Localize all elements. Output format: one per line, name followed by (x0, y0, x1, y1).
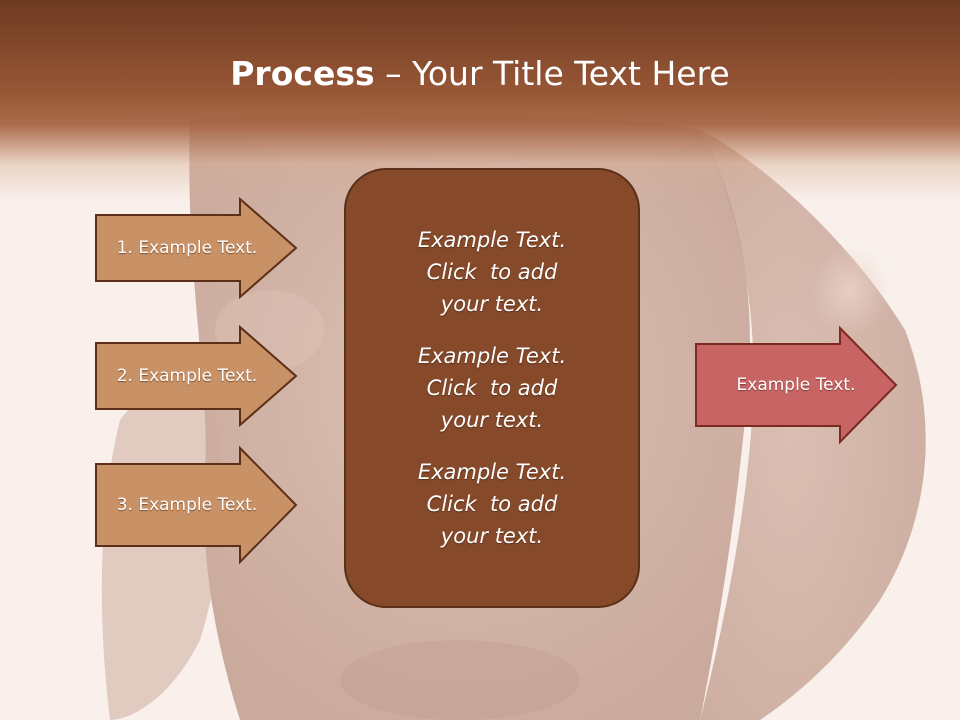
slide-title: Process – Your Title Text Here (0, 52, 960, 96)
center-text-line: your text. (440, 524, 544, 548)
left-arrow-1-label: 1. Example Text. (116, 238, 258, 258)
left-arrow-1 (95, 197, 298, 299)
title-bar (0, 0, 960, 200)
center-text-block-1[interactable]: Example Text. Click to add your text. (357, 224, 627, 320)
center-text-line: Example Text. (417, 460, 567, 484)
center-text-line: Example Text. (417, 344, 567, 368)
right-arrow (695, 326, 898, 444)
left-arrow-2-label: 2. Example Text. (116, 366, 258, 386)
center-text-line: your text. (440, 292, 544, 316)
center-text-line: your text. (440, 408, 544, 432)
center-text-box[interactable]: Example Text. Click to add your text. Ex… (344, 168, 640, 608)
title-bold: Process (230, 54, 375, 93)
center-text-line: Example Text. (417, 228, 567, 252)
title-rest: – Your Title Text Here (374, 54, 730, 93)
center-text-line: Click to add (426, 376, 558, 400)
center-text-line: Click to add (426, 492, 558, 516)
left-arrow-3 (95, 446, 298, 564)
left-arrow-3-label: 3. Example Text. (116, 495, 258, 515)
center-text-block-2[interactable]: Example Text. Click to add your text. (357, 340, 627, 436)
left-arrow-2 (95, 325, 298, 427)
center-text-line: Click to add (426, 260, 558, 284)
right-arrow-label: Example Text. (736, 375, 856, 395)
center-text-block-3[interactable]: Example Text. Click to add your text. (357, 456, 627, 552)
